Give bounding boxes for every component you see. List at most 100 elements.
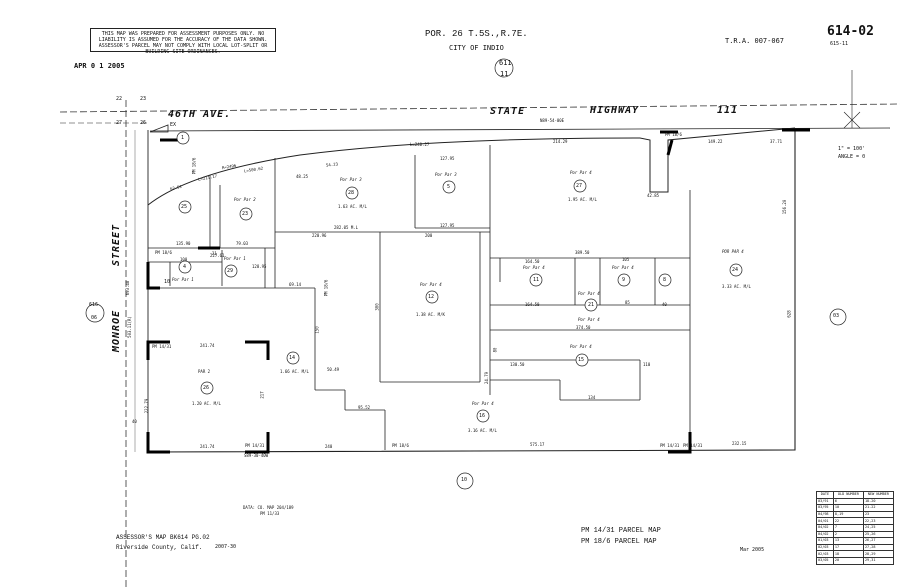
corner-27: 27	[116, 120, 123, 126]
legend-header: DATE	[816, 491, 834, 499]
legend-cell: 2	[832, 530, 864, 539]
dim-11: 389.50	[575, 250, 590, 255]
pm-label-7: PM 18/6	[191, 157, 197, 175]
parcel-24[interactable]: 24	[732, 267, 739, 273]
legend-header-row: DATE OLD NUMBER NEW NUMBER	[816, 491, 895, 499]
dim-6: 282.05 M.L	[334, 225, 359, 230]
parcel-12-area: 1.38 AC. M/K	[416, 312, 445, 317]
parcel-15-label: Por Par 4	[570, 344, 592, 349]
highway-centerline	[59, 103, 901, 113]
dim-19: 241.74	[200, 343, 215, 348]
dim-27: 300	[374, 303, 380, 311]
data-note: DATA: CO. MAP 204/189	[243, 505, 294, 510]
parcel-16-area: 3.16 AC. M/L	[468, 428, 497, 433]
parcel-27[interactable]: 27	[576, 183, 583, 189]
legend-cell: 18	[832, 550, 864, 558]
legend-cell: 04/98	[816, 510, 834, 519]
legend-cell: 10	[832, 504, 864, 512]
boundary-outer	[147, 128, 796, 453]
dim-4: 128.95	[252, 264, 267, 269]
dim-10: 214.29	[553, 139, 568, 144]
dim-18: 134	[588, 395, 596, 400]
bearing-bottom: S89-30-40W	[244, 453, 269, 458]
pm-label-2: PM 14/31	[152, 344, 172, 349]
highway-label-2: HIGHWAY	[590, 105, 640, 116]
parcel-9[interactable]: 9	[622, 277, 626, 283]
parcel-1[interactable]: 1	[181, 135, 185, 141]
legend-cell: 6	[832, 497, 864, 506]
corner-23: 23	[140, 96, 147, 102]
parcel-29[interactable]: 29	[227, 268, 234, 274]
north-arrow-icon	[843, 70, 861, 129]
legend-cell: 8,19	[832, 510, 864, 519]
adj-06: 06	[91, 315, 98, 321]
pm-label-4: PM 18/6	[392, 443, 409, 448]
parcel-21[interactable]: 21	[588, 302, 595, 308]
dim-39: 149.22	[708, 139, 723, 144]
avenue-label: 46TH AVE.	[168, 109, 232, 120]
dim-38: 42.85	[647, 193, 660, 198]
parcel-map-boundaries	[146, 128, 810, 454]
book-page: 614-02	[827, 24, 874, 39]
dim-12: 164.50	[525, 259, 540, 264]
parcel-26[interactable]: 26	[203, 385, 210, 391]
dim-13: 105	[622, 257, 630, 262]
parcel-12[interactable]: 12	[428, 294, 435, 300]
legend-cell: 24,25	[862, 523, 895, 532]
dim-49: 222.79	[144, 398, 150, 414]
dim-26: 100	[180, 257, 188, 262]
date-stamp: APR 0 1 2005	[74, 62, 125, 70]
parcel-11-label: Por Par 4	[523, 265, 545, 270]
parcel-23[interactable]: 23	[242, 211, 249, 217]
parcel-16-label: Por Par 4	[472, 401, 494, 406]
boundary-curve	[147, 127, 796, 206]
parcel-28[interactable]: 28	[348, 190, 355, 196]
legend-cell: 01/03	[816, 537, 834, 545]
dim-22: 575.17	[530, 442, 545, 447]
pm-label-5: PM 14/31	[660, 443, 680, 448]
corner-26: 26	[140, 120, 147, 126]
parcel-10[interactable]: 10	[164, 279, 171, 285]
legend-cell: 21-22	[862, 504, 895, 512]
parcel-5[interactable]: 5	[447, 184, 451, 190]
parcel-25[interactable]: 25	[181, 204, 188, 210]
parcel-26-area: 1.20 AC. M/L	[192, 401, 221, 406]
parcel-16[interactable]: 16	[479, 413, 486, 419]
section-label: POR. 26 T.5S.,R.7E.	[425, 29, 528, 39]
dim-1: 21	[212, 251, 217, 256]
parcel-14[interactable]: 14	[289, 355, 296, 361]
legend-cell: 04/02	[816, 523, 834, 532]
parcel-4[interactable]: 4	[183, 264, 187, 270]
parcel-1-wedge	[149, 124, 169, 133]
dim-21: 240	[325, 444, 333, 449]
dim-44: 69.14	[289, 282, 302, 287]
pm-label-3: PM 14/31	[245, 443, 265, 448]
pm-label-6: PM 18/6	[665, 132, 682, 137]
dim-16: 374.50	[576, 325, 591, 330]
legend-cell: 27,28	[862, 543, 895, 552]
dim-24: 95.52	[358, 405, 371, 410]
legend-cell: 04/01	[816, 517, 834, 525]
parcel-9-label: Por Par 4	[612, 265, 634, 270]
parcel-15[interactable]: 15	[578, 357, 585, 363]
street-label: STREET	[111, 223, 122, 266]
dim-40: 37.71	[770, 139, 783, 144]
dim-9: 127.95	[440, 223, 455, 228]
parcel-11[interactable]: 11	[533, 277, 540, 283]
dim-37: L=240.27	[410, 142, 430, 147]
highway-label-3: 111	[717, 105, 739, 116]
parcel-28-area: 1.63 AC. M/L	[338, 204, 367, 209]
legend-cell: 17	[832, 543, 864, 552]
parcel-12-label: Por Par 4	[420, 282, 442, 287]
angle-label: ANGLE = 0	[838, 154, 866, 160]
parcel-28-label: Por Par 3	[340, 177, 362, 182]
adj-10: 10	[461, 477, 468, 483]
dim-30: 80	[492, 347, 498, 353]
pm-legend-1: PM 14/31 PARCEL MAP	[581, 527, 661, 535]
legend-cell: 03/91	[816, 497, 834, 506]
parcel-8[interactable]: 8	[663, 277, 667, 283]
